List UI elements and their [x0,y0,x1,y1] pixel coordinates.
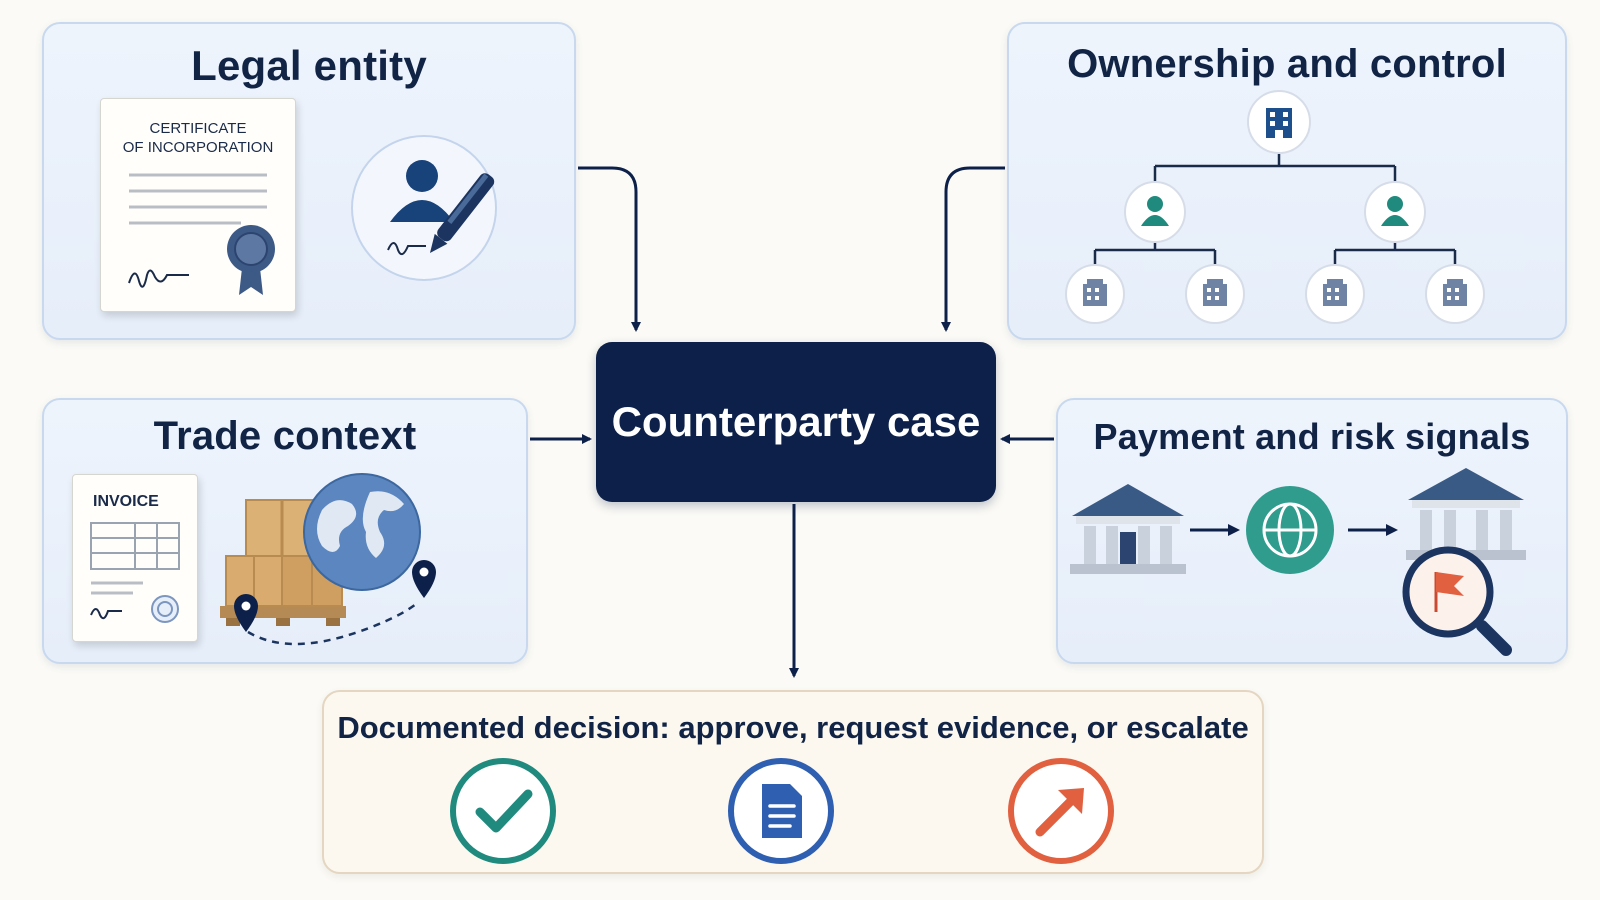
route-line [247,603,417,646]
flag-icon [1434,572,1464,612]
checkmark-icon [450,758,556,864]
ownership-tree [1065,90,1485,324]
decision-label: Documented decision: approve, request ev… [337,710,1249,745]
building-icon [1065,264,1125,324]
location-pin-icon [234,594,258,632]
ownership-panel: Ownership and control [1007,22,1567,340]
invoice-icon: INVOICE [72,474,198,642]
certificate-icon: CERTIFICATE OF INCORPORATION [100,98,296,312]
signer-icon [351,135,497,281]
legal-entity-panel: Legal entity CERTIFICATE OF INCORPORATIO… [42,22,576,340]
counterparty-case-box: Counterparty case [596,342,996,502]
decision-panel: Documented decision: approve, request ev… [322,690,1264,874]
bank-icon [1070,484,1186,574]
person-icon [1124,181,1186,243]
signature-mark [128,269,189,288]
magnifier-icon [1402,546,1512,656]
document-icon [728,758,834,864]
person-icon [1364,181,1426,243]
invoice-text: INVOICE [93,493,159,510]
certificate-text: CERTIFICATE OF INCORPORATION [122,120,274,156]
seal-icon [227,225,275,295]
legal-entity-title: Legal entity [191,42,427,89]
arrow-up-right-icon [1008,758,1114,864]
globe-icon [1246,486,1334,574]
pen-icon [429,173,495,253]
building-icon [1305,264,1365,324]
bank-icon [1406,468,1526,560]
arrow-owner-to-case [941,166,1005,332]
person-icon [406,160,438,192]
ownership-title: Ownership and control [1067,42,1507,86]
location-pin-icon [412,560,436,598]
globe-icon [234,473,436,646]
building-icon [1425,264,1485,324]
arrow-legal-to-case [578,166,641,332]
counterparty-case-label: Counterparty case [611,398,981,445]
building-icon [1185,264,1245,324]
payment-flow [1070,468,1526,656]
trade-context-panel: Trade context INVOICE [42,398,528,664]
trade-context-title: Trade context [153,414,417,458]
payment-risk-title: Payment and risk signals [1093,416,1531,457]
building-icon [1247,90,1311,154]
payment-risk-panel: Payment and risk signals [1056,398,1568,664]
